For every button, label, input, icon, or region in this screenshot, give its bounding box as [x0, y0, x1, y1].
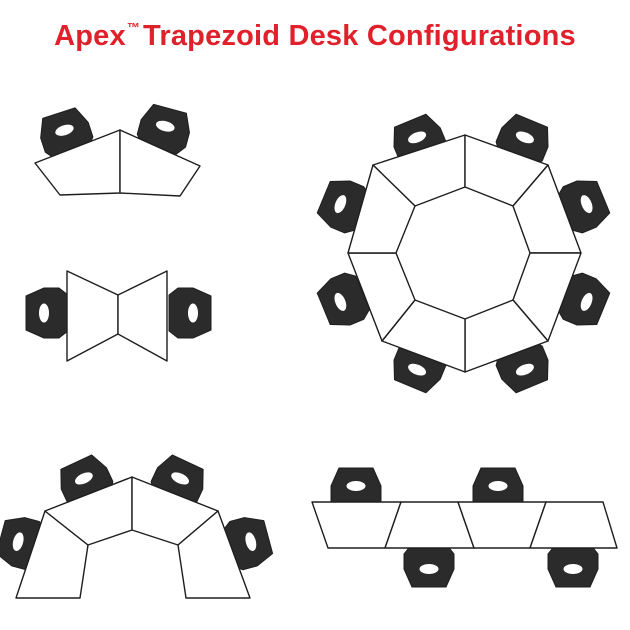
chair-icon — [25, 287, 69, 339]
chair-icon — [168, 287, 212, 339]
config-row-alternating — [311, 467, 618, 588]
desk — [529, 501, 618, 549]
desk — [177, 510, 251, 599]
config-arc-four — [0, 451, 276, 599]
config-octagon-ring — [313, 110, 614, 397]
desk-left — [66, 270, 119, 362]
title-brand: Apex — [54, 20, 126, 52]
octagon-desk — [347, 164, 416, 254]
desk-right — [117, 270, 168, 362]
config-pair-bowtie — [25, 270, 212, 362]
chair-icon — [403, 544, 455, 588]
title-text: Trapezoid Desk Configurations — [143, 20, 576, 52]
chair-icon — [547, 544, 599, 588]
trademark-symbol: ™ — [126, 20, 141, 35]
desk-right — [119, 129, 201, 197]
config-pair-chevron — [34, 101, 201, 197]
